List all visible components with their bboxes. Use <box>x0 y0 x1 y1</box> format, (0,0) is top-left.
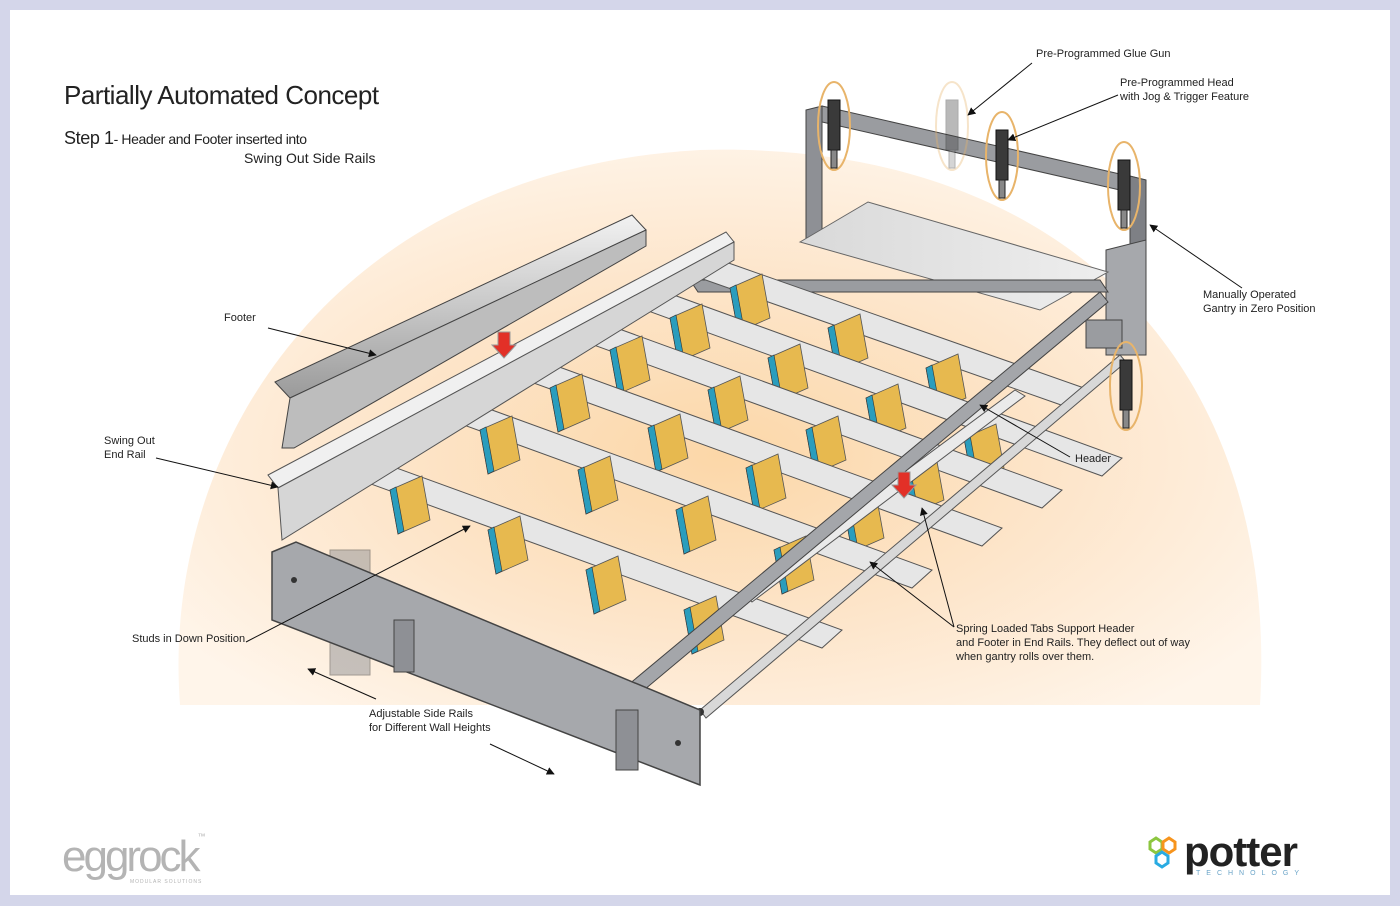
label-head-2: with Jog & Trigger Feature <box>1120 91 1250 103</box>
step-heading: Step 1- Header and Footer inserted into <box>64 128 307 149</box>
glue-head <box>1107 141 1141 231</box>
stud-cap <box>549 384 565 433</box>
label-footer: Footer <box>224 312 256 324</box>
label-end-rail-1: Swing Out <box>104 435 155 447</box>
glue-head-nozzle <box>1120 209 1128 229</box>
potter-subtitle: TECHNOLOGY <box>1196 870 1306 877</box>
label-tabs-3: when gantry rolls over them. <box>956 651 1095 663</box>
glue-head-highlight <box>1107 141 1141 231</box>
glue-head-nozzle <box>1122 409 1130 429</box>
machine-diagram <box>155 62 1262 869</box>
stud-cap <box>577 466 593 515</box>
glue-head <box>985 111 1019 201</box>
step-prefix: Step 1 <box>64 128 114 148</box>
glue-head-body <box>1117 159 1131 211</box>
potter-wordmark: potter <box>1184 828 1298 875</box>
glue-head-highlight <box>817 81 851 171</box>
glue-head-nozzle <box>948 149 956 169</box>
label-side-rails-1: Adjustable Side Rails <box>369 708 473 720</box>
gantry <box>805 105 1147 356</box>
label-end-rail-2: End Rail <box>104 449 146 461</box>
insert-arrow-footer <box>490 331 518 359</box>
label-studs: Studs in Down Position <box>132 633 246 645</box>
stud-cap <box>389 486 405 535</box>
footer-beam <box>274 214 647 449</box>
glue-head-nozzle <box>830 149 838 169</box>
stud-cap <box>675 506 691 555</box>
glue-head <box>935 81 969 171</box>
glue-head-body <box>995 129 1009 181</box>
insert-arrow-header <box>890 471 918 499</box>
eggrock-subtitle: MODULAR SOLUTIONS <box>130 879 203 885</box>
step-line-1: - Header and Footer inserted into <box>113 131 307 147</box>
stud-cap <box>479 426 495 475</box>
eggrock-tm: ™ <box>197 832 206 841</box>
page-title: Partially Automated Concept <box>64 80 379 110</box>
stud-cap <box>647 424 663 473</box>
glue-head-body <box>945 99 959 151</box>
label-tabs-2: and Footer in End Rails. They deflect ou… <box>956 637 1190 649</box>
glue-head-highlight <box>935 81 969 171</box>
stud-cap <box>487 526 503 575</box>
glue-head <box>817 81 851 171</box>
eggrock-wordmark: eggrock <box>62 832 201 881</box>
glue-head-highlight <box>1109 341 1143 431</box>
potter-logo-mark <box>1148 836 1177 869</box>
glue-head-highlight <box>985 111 1019 201</box>
glue-head-nozzle <box>998 179 1006 199</box>
eggrock-logo: eggrock™ <box>62 832 206 882</box>
stud-cap <box>585 566 601 615</box>
label-tabs-1: Spring Loaded Tabs Support Header <box>956 623 1135 635</box>
label-header: Header <box>1075 453 1112 465</box>
glue-head-body <box>1119 359 1133 411</box>
diagram-page: Partially Automated Concept Step 1- Head… <box>10 10 1390 895</box>
step-line-2: Swing Out Side Rails <box>244 150 376 166</box>
glue-head <box>1109 341 1143 431</box>
label-head-1: Pre-Programmed Head <box>1120 77 1234 89</box>
glue-head-group <box>817 81 1143 431</box>
glue-head-body <box>827 99 841 151</box>
label-gantry-2: Gantry in Zero Position <box>1203 303 1316 315</box>
leader-lines <box>155 62 1243 775</box>
front-side-rail <box>271 541 701 787</box>
label-gantry-1: Manually Operated <box>1203 289 1296 301</box>
label-side-rails-2: for Different Wall Heights <box>369 722 491 734</box>
label-glue-gun: Pre-Programmed Glue Gun <box>1036 48 1171 60</box>
